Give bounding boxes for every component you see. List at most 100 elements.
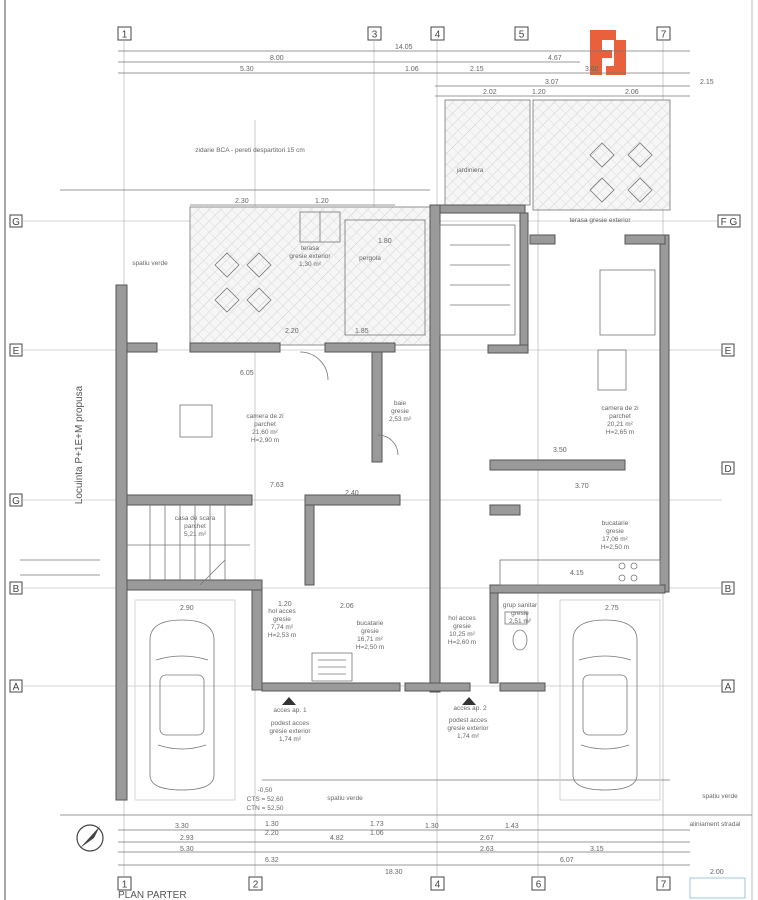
svg-text:2.75: 2.75 (605, 605, 619, 612)
svg-text:2.30: 2.30 (235, 198, 249, 205)
grid-label: 7 (661, 880, 667, 891)
svg-text:CTS = 52,60: CTS = 52,60 (247, 796, 284, 803)
grid-label: 1 (122, 30, 128, 41)
svg-text:3.60: 3.60 (585, 66, 599, 73)
svg-text:jardiniera: jardiniera (456, 167, 484, 174)
grid-label: 2 (253, 880, 259, 891)
planter-jardiniera (444, 99, 531, 206)
svg-text:18.30: 18.30 (385, 869, 403, 876)
svg-text:7.63: 7.63 (270, 482, 284, 489)
dimension-texts-inner: 6.05 7.63 2.40 3.50 3.70 2.75 4.15 2.90 … (180, 198, 619, 612)
svg-text:3.07: 3.07 (545, 79, 559, 86)
grid-label: 3 (372, 30, 378, 41)
svg-text:-0,50: -0,50 (258, 787, 273, 794)
svg-text:G: G (12, 496, 20, 507)
terrace-pavers (214, 142, 653, 336)
car-icon (149, 619, 215, 791)
svg-text:2.15: 2.15 (700, 79, 714, 86)
svg-text:2.20: 2.20 (265, 830, 279, 837)
svg-text:pergola: pergola (359, 255, 381, 262)
svg-text:acces ap. 2: acces ap. 2 (453, 705, 487, 712)
svg-text:6.07: 6.07 (560, 857, 574, 864)
svg-text:3.70: 3.70 (575, 483, 589, 490)
proposed-building-label: Locuinta P+1E+M propusa (74, 385, 85, 504)
svg-text:aliniament stradal: aliniament stradal (690, 821, 741, 828)
svg-text:4.82: 4.82 (330, 835, 344, 842)
svg-text:1.20: 1.20 (278, 601, 292, 608)
north-arrow-icon (76, 824, 104, 852)
grid-label: 5 (519, 30, 525, 41)
svg-text:5.30: 5.30 (240, 66, 254, 73)
svg-text:14.05: 14.05 (395, 44, 413, 51)
svg-text:4.15: 4.15 (570, 570, 584, 577)
entry-arrow-icon (282, 697, 296, 705)
svg-text:1.73: 1.73 (370, 821, 384, 828)
interior-details (20, 224, 752, 866)
svg-text:1.20: 1.20 (315, 198, 329, 205)
svg-text:F G: F G (721, 217, 738, 228)
grid-label: 6 (536, 880, 542, 891)
walls (115, 204, 670, 801)
svg-text:2.06: 2.06 (625, 89, 639, 96)
svg-text:acces ap. 1: acces ap. 1 (273, 707, 307, 714)
logo (590, 30, 626, 75)
approval-stamp (689, 877, 746, 899)
svg-text:2.20: 2.20 (285, 328, 299, 335)
terrace-right (532, 99, 671, 211)
svg-text:1.06: 1.06 (405, 66, 419, 73)
svg-text:zidarie BCA - pereti despartit: zidarie BCA - pereti despartitori 15 cm (195, 147, 304, 154)
svg-text:spatiu verde: spatiu verde (702, 793, 738, 800)
grid-label: 7 (661, 30, 667, 41)
grid-label: 4 (435, 30, 441, 41)
svg-text:A: A (13, 682, 20, 693)
terrace-left (189, 206, 431, 346)
svg-text:8.00: 8.00 (270, 55, 284, 62)
svg-text:1.30: 1.30 (265, 821, 279, 828)
svg-text:spatiu verde: spatiu verde (132, 260, 168, 267)
svg-text:E: E (725, 346, 732, 357)
svg-text:G: G (12, 217, 20, 228)
svg-text:2.00: 2.00 (710, 869, 724, 876)
svg-text:B: B (13, 584, 20, 595)
drawing-title: PLAN PARTER (118, 890, 187, 900)
grid-axis-bottom: 1 2 4 6 7 (117, 876, 671, 891)
svg-text:2.02: 2.02 (483, 89, 497, 96)
svg-text:1.30: 1.30 (425, 823, 439, 830)
svg-text:D: D (724, 464, 731, 475)
notes: acces ap. 1 acces ap. 2 pergola jardinie… (74, 147, 741, 828)
svg-text:3.15: 3.15 (590, 846, 604, 853)
svg-text:3.50: 3.50 (553, 447, 567, 454)
svg-text:A: A (725, 682, 732, 693)
svg-text:2.06: 2.06 (340, 603, 354, 610)
svg-text:1.80: 1.80 (378, 238, 392, 245)
svg-text:1.20: 1.20 (532, 89, 546, 96)
svg-text:E: E (13, 346, 20, 357)
svg-text:CTN = 52,50: CTN = 52,50 (246, 805, 283, 812)
svg-text:spatiu verde: spatiu verde (327, 795, 363, 802)
svg-text:1.06: 1.06 (370, 830, 384, 837)
svg-text:2.90: 2.90 (180, 605, 194, 612)
grid-axis-top: 1 3 4 5 7 (117, 26, 671, 41)
svg-text:2.93: 2.93 (180, 835, 194, 842)
svg-text:2.67: 2.67 (480, 835, 494, 842)
svg-text:6.05: 6.05 (240, 370, 254, 377)
svg-text:B: B (725, 584, 732, 595)
grid-label: 1 (122, 880, 128, 891)
svg-text:2.63: 2.63 (480, 846, 494, 853)
svg-text:2.15: 2.15 (470, 66, 484, 73)
grid-label: 4 (435, 880, 441, 891)
entry-arrow-icon (462, 697, 476, 705)
svg-text:terasa gresie exterior: terasa gresie exterior (569, 217, 631, 224)
